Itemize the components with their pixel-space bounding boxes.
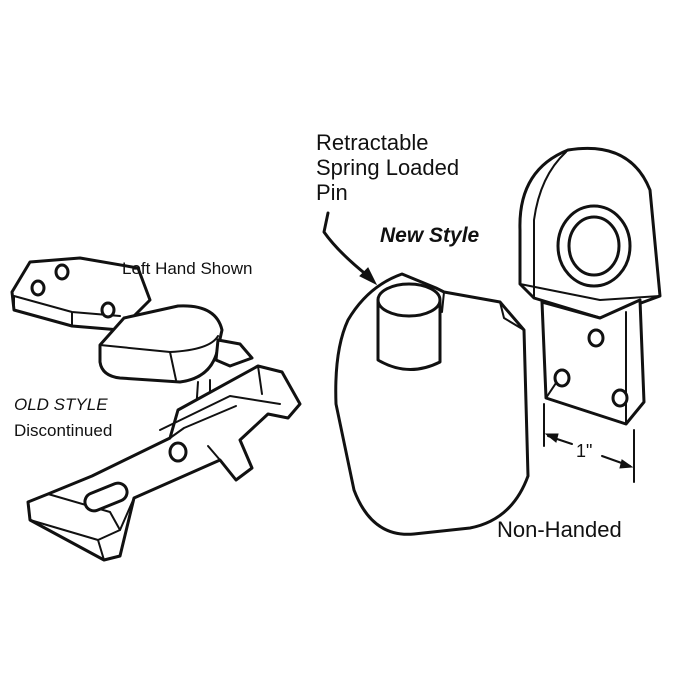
- retractable-line-2: Spring Loaded: [316, 155, 460, 180]
- old-plate-hole-2: [54, 263, 70, 281]
- old-style-step-block: [214, 338, 254, 368]
- bracket-ring-inner: [567, 215, 621, 277]
- discontinued-label: Discontinued: [14, 421, 113, 440]
- old-arm-hole: [168, 441, 188, 463]
- non-handed-label: Non-Handed: [497, 517, 622, 542]
- old-plate-hole-3: [100, 301, 116, 319]
- spring-pin-top: [376, 282, 442, 318]
- retractable-line-3: Pin: [316, 180, 348, 205]
- old-style-top-plate: [10, 256, 152, 332]
- old-style-hinge-part: [10, 256, 302, 562]
- new-style-bracket: [518, 146, 662, 483]
- old-arm-slot: [83, 481, 129, 513]
- retractable-line-1: Retractable: [316, 130, 429, 155]
- bracket-hole-2: [553, 368, 571, 388]
- retractable-pin-leader: [322, 211, 370, 278]
- left-hand-shown-label: Left Hand Shown: [122, 259, 253, 278]
- old-style-label: OLD STYLE: [14, 395, 108, 414]
- old-plate-hole-1: [30, 279, 46, 297]
- bracket-hole-3: [611, 388, 629, 408]
- dimension-label: 1": [576, 441, 593, 461]
- bracket-hole-1: [587, 328, 605, 348]
- new-style-pin-block: [322, 211, 530, 536]
- bracket-mounting-plate: [540, 298, 646, 426]
- retractable-pin-label: Retractable Spring Loaded Pin: [316, 130, 459, 205]
- old-style-knuckle-cap: [98, 304, 224, 384]
- leader-arrowhead: [359, 267, 378, 286]
- new-style-label: New Style: [380, 224, 480, 247]
- dimension-arrow-left: [544, 433, 559, 443]
- dimension-arrow-right: [619, 459, 634, 469]
- spring-pin-cylinder: [376, 298, 442, 372]
